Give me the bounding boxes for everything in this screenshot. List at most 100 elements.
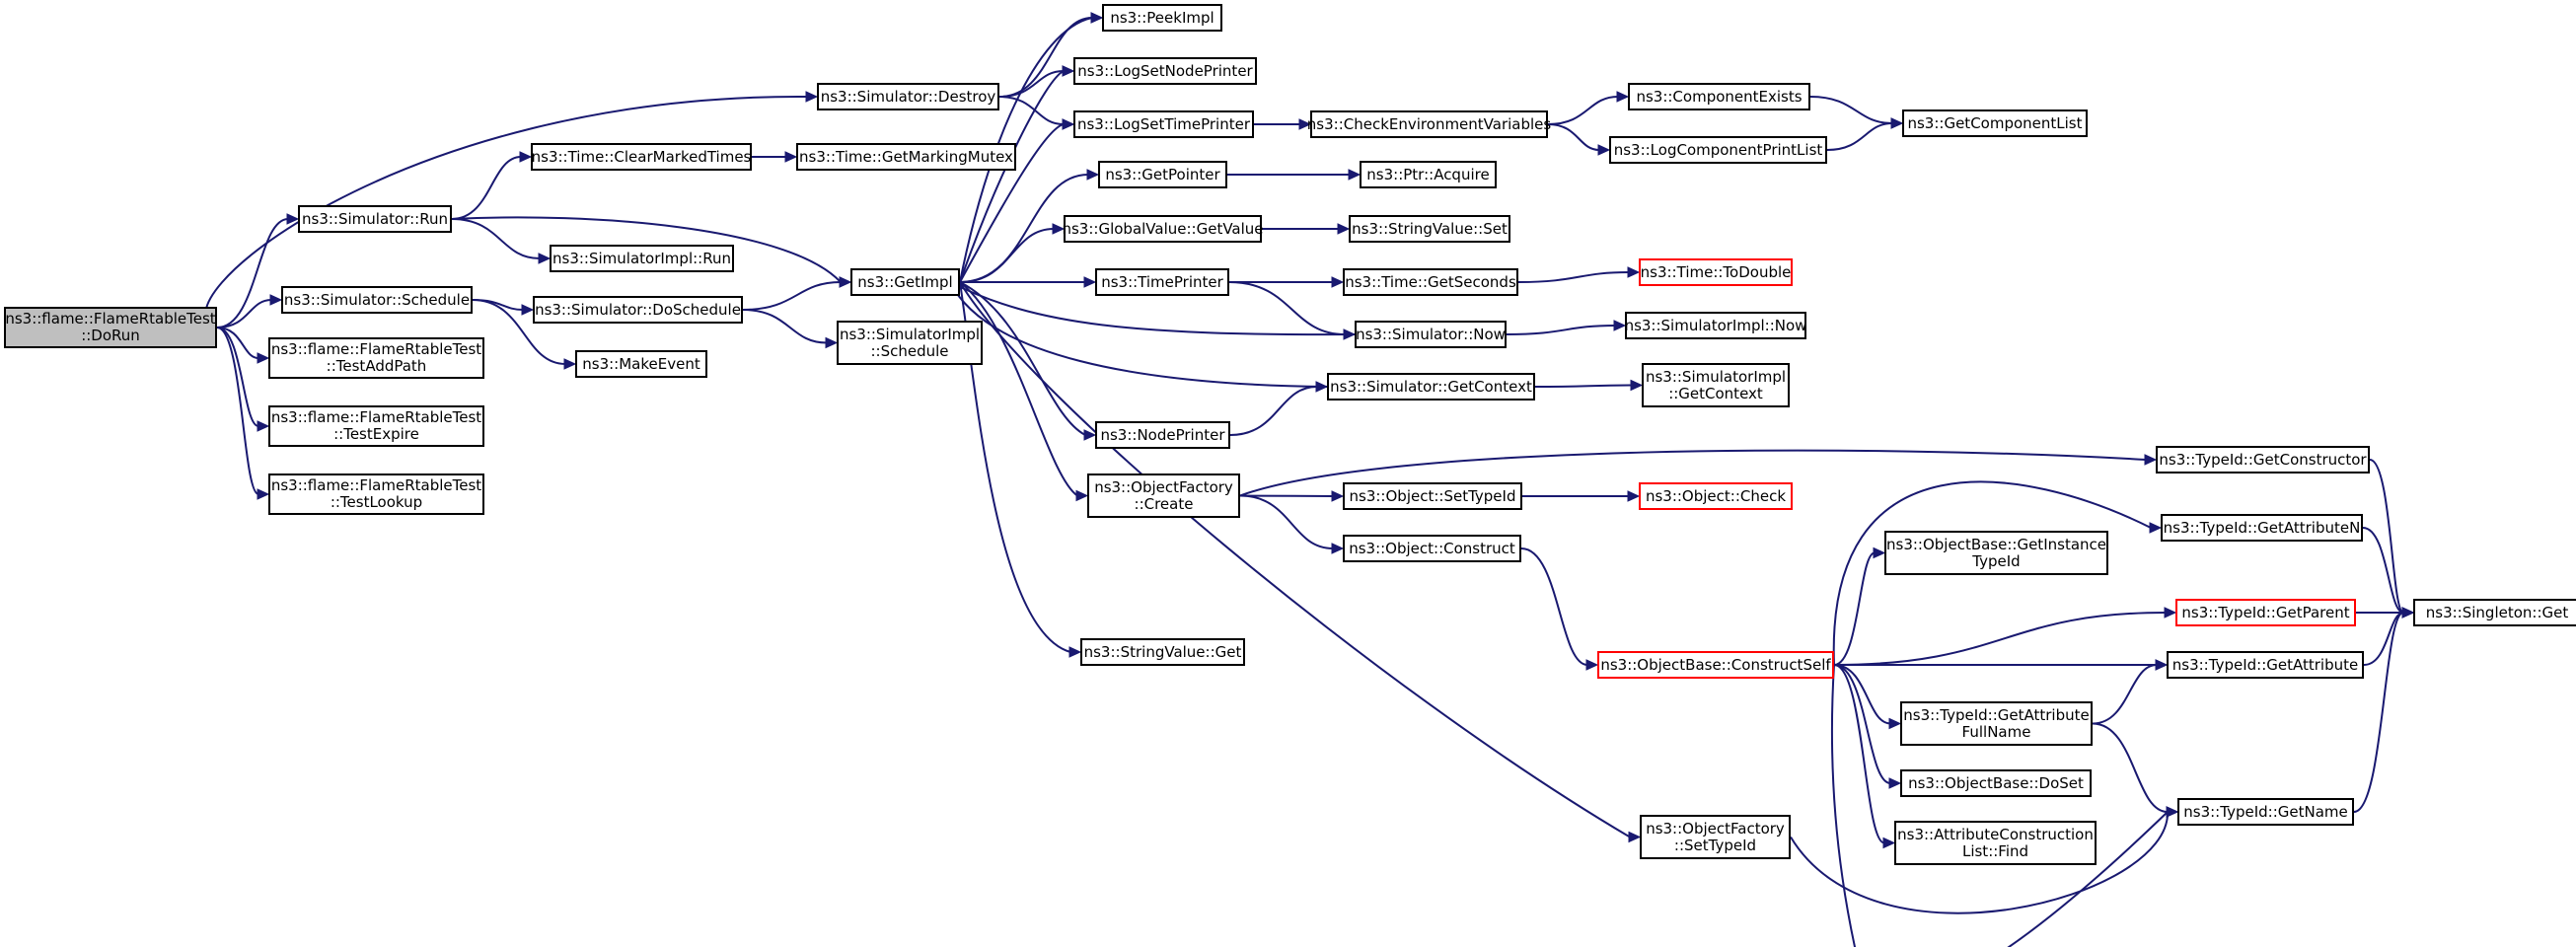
edge-dorun-to-test_add <box>216 327 259 359</box>
node-label: ns3::Object::Check <box>1645 486 1787 505</box>
node-getimpl[interactable]: ns3::GetImpl <box>850 268 960 296</box>
node-make-event[interactable]: ns3::MakeEvent <box>575 350 707 378</box>
node-label: ns3::ObjectBase::ConstructSelf <box>1600 655 1831 674</box>
edge-compexists-to-getcomplist <box>1809 96 1893 124</box>
node-lognode[interactable]: ns3::LogSetNodePrinter <box>1073 57 1257 85</box>
node-simimpl-run[interactable]: ns3::SimulatorImpl::Run <box>550 245 734 272</box>
node-label: TypeId <box>1972 551 2021 570</box>
node-obj-construct[interactable]: ns3::Object::Construct <box>1343 535 1521 562</box>
node-label: ::TestExpire <box>333 425 419 443</box>
node-tid-getctor[interactable]: ns3::TypeId::GetConstructor <box>2156 446 2370 474</box>
node-sim-now[interactable]: ns3::Simulator::Now <box>1355 321 1507 348</box>
edge-dorun-to-sim_run <box>216 218 289 328</box>
node-logtime[interactable]: ns3::LogSetTimePrinter <box>1073 110 1254 138</box>
node-obj-settid[interactable]: ns3::Object::SetTypeId <box>1343 482 1522 510</box>
edge-arrowhead <box>257 352 270 364</box>
node-label: ns3::SimulatorImpl::Run <box>552 249 731 267</box>
node-sim-getctx[interactable]: ns3::Simulator::GetContext <box>1327 373 1535 401</box>
node-getcomplist[interactable]: ns3::GetComponentList <box>1902 109 2088 137</box>
edge-arrowhead <box>521 304 535 316</box>
node-compexists[interactable]: ns3::ComponentExists <box>1628 83 1810 110</box>
edge-arrowhead <box>2155 659 2169 671</box>
node-peekimpl[interactable]: ns3::PeekImpl <box>1102 4 1222 32</box>
node-sim-sched[interactable]: ns3::Simulator::Schedule <box>281 286 473 314</box>
node-label: ns3::Object::SetTypeId <box>1349 486 1516 505</box>
node-simimpl-getctx[interactable]: ns3::SimulatorImpl::GetContext <box>1642 363 1790 407</box>
node-label: List::Find <box>1961 841 2029 860</box>
edge-arrowhead <box>1083 429 1097 441</box>
node-getpointer[interactable]: ns3::GetPointer <box>1098 161 1227 188</box>
node-singleton-get[interactable]: ns3::Singleton::Get <box>2413 599 2576 626</box>
edge-arrowhead <box>1343 328 1357 340</box>
edge-arrowhead <box>257 420 270 432</box>
edge-dorun-to-test_exp <box>216 327 259 427</box>
node-sim-destroy[interactable]: ns3::Simulator::Destroy <box>817 83 999 110</box>
edge-arrowhead <box>2166 806 2179 818</box>
node-label: ns3::TypeId::GetAttributeN <box>2163 518 2361 537</box>
node-sv-set[interactable]: ns3::StringValue::Set <box>1349 215 1510 243</box>
node-dorun[interactable]: ns3::flame::FlameRtableTest::DoRun <box>4 307 217 348</box>
node-time-getsec[interactable]: ns3::Time::GetSeconds <box>1343 268 1518 296</box>
node-sv-get[interactable]: ns3::StringValue::Get <box>1080 638 1245 666</box>
edge-arrowhead <box>2144 454 2158 466</box>
node-test-look[interactable]: ns3::flame::FlameRtableTest::TestLookup <box>268 474 484 515</box>
node-test-add[interactable]: ns3::flame::FlameRtableTest::TestAddPath <box>268 337 484 379</box>
node-label: ns3::Time::GetSeconds <box>1345 272 1516 291</box>
edge-ob_constructself-to-tid_getparent <box>1833 612 2167 666</box>
edge-sim_run-to-clear_marked <box>451 156 522 220</box>
node-tid-getname[interactable]: ns3::TypeId::GetName <box>2177 798 2354 826</box>
node-ob-constructself[interactable]: ns3::ObjectBase::ConstructSelf <box>1597 651 1834 679</box>
node-objfact-create[interactable]: ns3::ObjectFactory::Create <box>1087 474 1240 518</box>
node-clear-marked[interactable]: ns3::Time::ClearMarkedTimes <box>531 143 752 171</box>
edge-arrowhead <box>1585 659 1599 671</box>
node-simimpl-now[interactable]: ns3::SimulatorImpl::Now <box>1625 312 1806 339</box>
node-nodeprinter[interactable]: ns3::NodePrinter <box>1095 421 1230 449</box>
edge-tid_getattrfull-to-tid_getname <box>2092 722 2169 813</box>
node-checkenv[interactable]: ns3::CheckEnvironmentVariables <box>1306 110 1552 138</box>
node-obj-check[interactable]: ns3::Object::Check <box>1639 482 1793 510</box>
edge-getimpl-to-peekimpl <box>959 17 1093 283</box>
edge-dorun-to-test_look <box>216 327 259 495</box>
edge-time_getsec-to-time_todouble <box>1517 271 1630 283</box>
edge-ob_constructself-to-tid_getattrfull <box>1833 664 1891 725</box>
node-label: ns3::LogComponentPrintList <box>1613 140 1823 159</box>
node-label: ns3::CheckEnvironmentVariables <box>1306 114 1552 133</box>
node-tid-getattr[interactable]: ns3::TypeId::GetAttribute <box>2167 651 2364 679</box>
node-logcompprint[interactable]: ns3::LogComponentPrintList <box>1609 136 1827 164</box>
edge-sim_sched-to-make_event <box>472 299 566 365</box>
node-tid-getparent[interactable]: ns3::TypeId::GetParent <box>2175 599 2356 626</box>
node-marking-mutex[interactable]: ns3::Time::GetMarkingMutex <box>796 143 1016 171</box>
node-time-todouble[interactable]: ns3::Time::ToDouble <box>1639 258 1793 286</box>
node-label: ns3::Time::GetMarkingMutex <box>799 147 1013 166</box>
node-ptr-acquire[interactable]: ns3::Ptr::Acquire <box>1360 161 1497 188</box>
node-label: ns3::Singleton::Get <box>2425 603 2569 621</box>
node-label: ::Create <box>1134 494 1194 513</box>
node-label: ns3::NodePrinter <box>1100 425 1225 444</box>
node-dosched[interactable]: ns3::Simulator::DoSchedule <box>533 296 743 324</box>
edge-arrowhead <box>1090 12 1104 24</box>
node-label: ns3::LogSetTimePrinter <box>1076 114 1250 133</box>
node-label: ns3::PeekImpl <box>1110 8 1214 27</box>
edge-arrowhead <box>1628 831 1642 843</box>
node-label: ns3::StringValue::Set <box>1352 219 1508 238</box>
edge-arrowhead <box>839 276 852 288</box>
node-test-exp[interactable]: ns3::flame::FlameRtableTest::TestExpire <box>268 405 484 447</box>
node-simimpl-sched[interactable]: ns3::SimulatorImpl::Schedule <box>837 321 983 365</box>
node-tid-getattrn[interactable]: ns3::TypeId::GetAttributeN <box>2161 514 2363 542</box>
node-timeprinter[interactable]: ns3::TimePrinter <box>1095 268 1229 296</box>
edge-getimpl-to-lognode <box>959 70 1065 283</box>
node-gv-getvalue[interactable]: ns3::GlobalValue::GetValue <box>1062 215 1264 243</box>
node-label: ns3::ObjectFactory <box>1094 477 1233 496</box>
node-label: ns3::LogSetNodePrinter <box>1077 61 1253 80</box>
node-objfact-settid[interactable]: ns3::ObjectFactory::SetTypeId <box>1640 815 1791 859</box>
node-ob-doset[interactable]: ns3::ObjectBase::DoSet <box>1900 769 2092 797</box>
node-label: ns3::ObjectBase::GetInstance <box>1886 535 2106 553</box>
edge-arrowhead <box>1298 118 1312 130</box>
edge-arrowhead <box>1882 837 1896 849</box>
node-sim-run[interactable]: ns3::Simulator::Run <box>298 205 452 233</box>
node-label: ::GetContext <box>1668 384 1763 402</box>
